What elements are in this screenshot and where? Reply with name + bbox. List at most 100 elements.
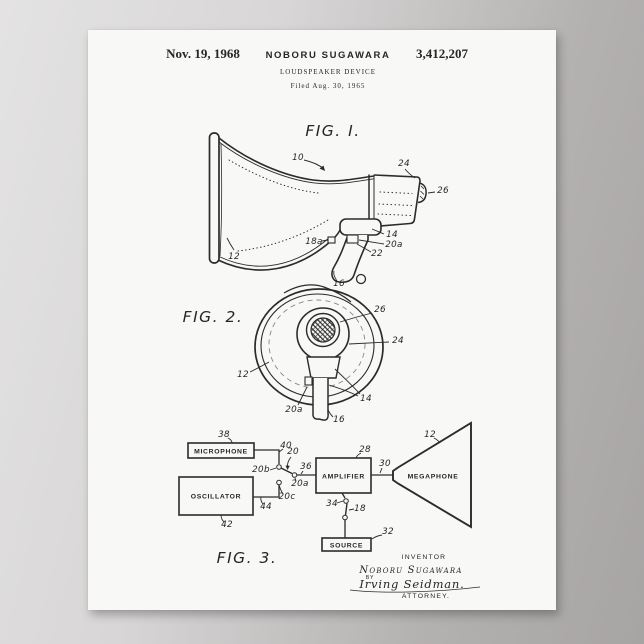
fig3-ref-32: 32 — [382, 527, 394, 537]
microphone-ring — [305, 312, 341, 348]
fig3-leader-12 — [433, 437, 441, 444]
contact-18-bottom — [342, 514, 348, 521]
switch-20-arm — [280, 467, 293, 475]
fig3-ref-28: 28 — [359, 445, 371, 455]
bell-top-wavy-edge — [283, 284, 352, 303]
patent-title: LOUDSPEAKER DEVICE — [280, 68, 376, 76]
wire-34 — [341, 492, 346, 499]
fig1-reference-numerals: 10 24 26 12 14 18a 20a 22 — [226, 153, 449, 289]
patent-date: Nov. 19, 1968 — [166, 46, 240, 61]
fig1-leader-14 — [371, 228, 385, 235]
fig1-ref-22: 22 — [371, 249, 383, 259]
driver-housing-outline — [373, 174, 421, 228]
wire-40 — [254, 449, 280, 464]
fig1-leader-18a — [321, 239, 329, 242]
fig3-leader-44 — [260, 496, 264, 505]
contact-20b — [276, 464, 282, 470]
fig3-leader-28 — [355, 452, 362, 459]
microphone-grille — [310, 317, 336, 343]
fig3-ref-12: 12 — [424, 430, 436, 440]
fig1-leader-24 — [404, 168, 416, 179]
handle-switch-20a — [304, 376, 313, 386]
contact-20a — [291, 472, 298, 478]
patent-number: 3,412,207 — [416, 46, 469, 61]
wire-44 — [253, 485, 280, 498]
contact-18-top — [343, 498, 349, 504]
fig3-leader-20b — [269, 467, 277, 471]
fig1-ref-14: 14 — [386, 230, 398, 240]
housing-dotted-lines — [377, 191, 413, 216]
fig3-leader-40 — [278, 448, 284, 453]
fig3-ref-42: 42 — [221, 520, 233, 530]
inventor-signature: Noboru Sugawara — [358, 565, 462, 576]
patent-filed-date: Filed Aug. 30, 1965 — [291, 82, 366, 90]
fig2-ref-16: 16 — [333, 415, 345, 425]
oscillator-box-label: OSCILLATOR — [191, 494, 242, 501]
fig3-leader-34 — [336, 500, 344, 504]
pistol-grip — [331, 234, 369, 284]
microphone-box-label: MICROPHONE — [194, 449, 248, 456]
megaphone-label: MEGAPHONE — [408, 474, 459, 481]
fig3-ref-34: 34 — [326, 499, 338, 509]
fig1-loudspeaker-side-view: FIG. I. — [208, 122, 449, 289]
amplifier-box-label: AMPLIFIER — [322, 474, 365, 481]
attorney-signature: Irving Seidman. — [358, 577, 464, 591]
megaphone-shape — [392, 421, 472, 529]
patent-drawing: Nov. 19, 1968 NOBORU SUGAWARA 3,412,207 … — [166, 46, 481, 600]
horn-bell-top-inner — [218, 141, 375, 185]
fig1-leader-20a — [358, 239, 385, 245]
fig3-leader-18 — [348, 508, 355, 511]
horn-mouth-rim — [208, 132, 220, 264]
fig1-ref-26: 26 — [437, 186, 449, 196]
horn-mouth-inner-line — [219, 143, 223, 257]
fig1-ref-12: 12 — [228, 252, 240, 262]
fig1-ref-18a: 18a — [305, 237, 322, 247]
source-box — [321, 537, 372, 552]
fig3-ref-40: 40 — [280, 441, 292, 451]
fig3-ref-20c: 20c — [279, 492, 296, 502]
fig2-ref-26: 26 — [374, 305, 386, 315]
fig1-leader-22 — [356, 243, 372, 253]
fig1-ref-24: 24 — [398, 159, 410, 169]
fig2-leader-16 — [327, 409, 334, 418]
fig2-loudspeaker-front-view: FIG. 2. 26 24 12 14 — [183, 284, 404, 425]
fig3-ref-44: 44 — [260, 502, 272, 512]
bell-dotted-line-bottom — [237, 219, 329, 252]
fig3-ref-20b: 20b — [252, 465, 270, 475]
fig1-ref-16: 16 — [333, 279, 345, 289]
fig1-leader-16 — [333, 270, 337, 280]
horn-bell-bottom-inner — [218, 237, 330, 267]
fig3-block-diagram: FIG. 3. MICROPHONE — [178, 421, 472, 567]
rear-cap — [417, 182, 427, 204]
contact-20c — [276, 479, 282, 486]
fig2-ref-14: 14 — [360, 394, 372, 404]
horn-bell-bottom — [217, 225, 343, 271]
handle-joint-block — [339, 218, 382, 236]
patent-author: NOBORU SUGAWARA — [266, 50, 391, 61]
signature-flourish — [349, 586, 481, 593]
fig3-ref-20: 20 — [287, 447, 299, 457]
oscillator-box — [178, 476, 254, 516]
fig3-leader-30 — [379, 467, 383, 474]
fig3-ref-20a: 20a — [291, 479, 308, 489]
by-caption: BY — [366, 575, 375, 581]
attorney-caption: ATTORNEY. — [402, 593, 450, 600]
fig3-leader-20c — [279, 485, 284, 495]
fig3-ref-30: 30 — [379, 459, 391, 469]
rear-cap-hatch — [419, 185, 425, 200]
signature-block: INVENTOR Noboru Sugawara BY Irving Seidm… — [349, 554, 481, 600]
fig3-ref-18: 18 — [354, 504, 366, 514]
switch-18-arm — [344, 503, 348, 516]
fig2-leader-24 — [348, 341, 390, 345]
fig3-leader-42 — [220, 514, 225, 523]
fig2-leader-14 — [328, 368, 361, 397]
handle-column — [312, 378, 329, 421]
fig1-ref-20a: 20a — [385, 240, 402, 250]
fig2-label: FIG. 2. — [183, 308, 244, 326]
fig1-leader-26 — [427, 191, 436, 194]
fig2-ref-24: 24 — [392, 336, 404, 346]
patent-art-poster: Nov. 19, 1968 NOBORU SUGAWARA 3,412,207 … — [88, 30, 556, 610]
fig3-arrow-20 — [285, 465, 290, 470]
fig3-reference-numerals: 38 40 20 20b 20a 20c 36 28 — [218, 430, 441, 540]
